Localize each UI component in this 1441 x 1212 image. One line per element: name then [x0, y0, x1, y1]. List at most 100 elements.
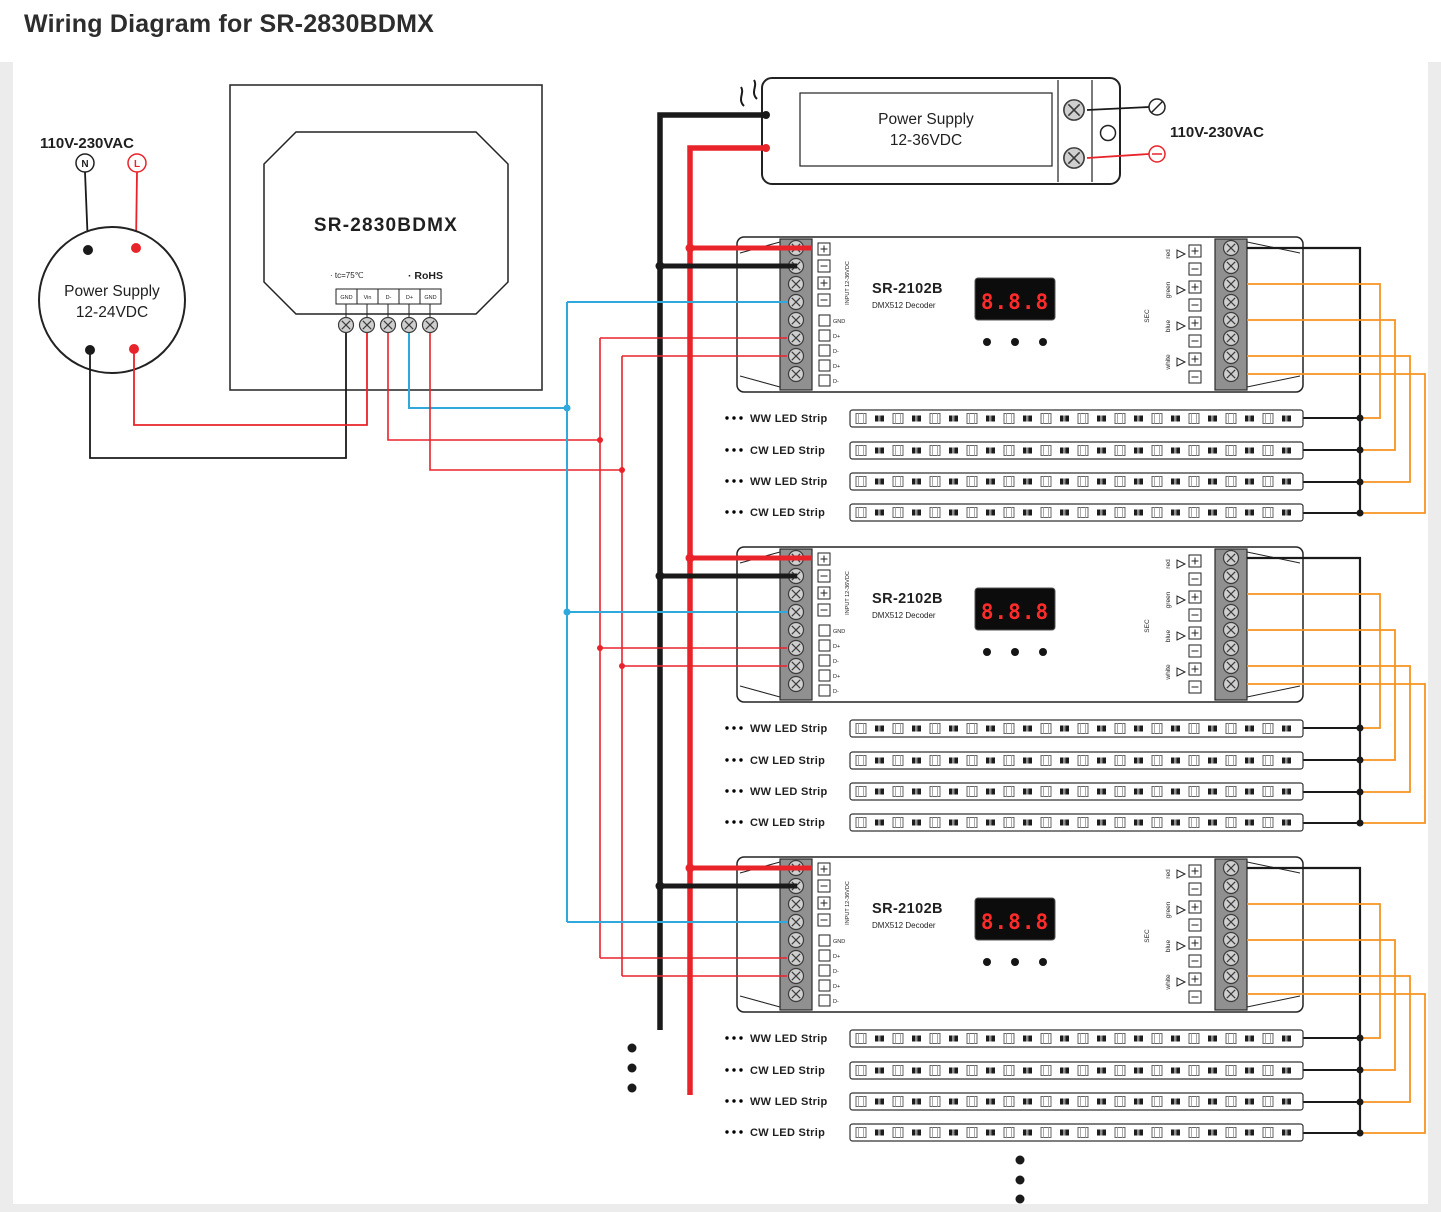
decoder-port-label: GND: [833, 629, 845, 635]
decoder-graphics: [567, 237, 1425, 521]
decoder-unit-1: SR-2102B DMX512 Decoder 8.8.8 INPUT 12-3…: [567, 237, 1425, 521]
decoder-model: SR-2102B: [872, 281, 943, 297]
led-strip-label: WW LED Strip: [750, 1096, 828, 1108]
decoder-port-label: D-: [833, 689, 839, 695]
channel-label-blue: blue: [1165, 629, 1172, 642]
led-strip-label: CW LED Strip: [750, 507, 825, 519]
top-psu-name: Power Supply: [878, 111, 974, 128]
live-letter: L: [134, 159, 140, 170]
dc-minus-trunk: [657, 112, 765, 1030]
decoder-port-label: D+: [833, 674, 840, 680]
neutral-letter: N: [81, 159, 88, 170]
psu-output-screw: [1063, 99, 1085, 121]
dc-plus-trunk: [687, 145, 765, 1095]
decoder-port-label: D-: [833, 379, 839, 385]
master-screw: [400, 316, 418, 334]
decoder-input-label: INPUT 12-36VDC: [845, 881, 851, 925]
led-strip-label: WW LED Strip: [750, 413, 828, 425]
channel-label-white: white: [1165, 974, 1172, 991]
master-terminal-label: Vin: [364, 295, 372, 301]
decoder-graphics: [567, 857, 1425, 1141]
channel-label-green: green: [1165, 281, 1172, 298]
decoder-family: DMX512 Decoder: [872, 611, 936, 620]
decoder-graphics: [567, 547, 1425, 831]
master-spec-tc: · tc=75℃: [330, 271, 364, 280]
decoder-unit-3: SR-2102B DMX512 Decoder 8.8.8 INPUT 12-3…: [567, 857, 1425, 1141]
master-spec-rohs: · RoHS: [408, 270, 443, 282]
led-strip-label: CW LED Strip: [750, 817, 825, 829]
decoder-input-label: INPUT 12-36VDC: [845, 261, 851, 305]
master-screw: [421, 316, 439, 334]
left-psu-voltage: 12-24VDC: [76, 304, 148, 321]
right-margin: [1428, 62, 1441, 1212]
master-body: [263, 131, 509, 315]
decoder-port-label: D+: [833, 984, 840, 990]
master-screw: [379, 316, 397, 334]
decoder-display: 8.8.8: [981, 600, 1049, 624]
junction-dots: [563, 243, 695, 891]
left-ac-label: 110V-230VAC: [40, 135, 134, 152]
decoder-port-label: GND: [833, 319, 845, 325]
decoder-model: SR-2102B: [872, 901, 943, 917]
channel-label-red: red: [1165, 559, 1172, 569]
decoder-input-label: INPUT 12-36VDC: [845, 571, 851, 615]
decoder-port-label: GND: [833, 939, 845, 945]
decoder-family: DMX512 Decoder: [872, 921, 936, 930]
led-strip-label: WW LED Strip: [750, 723, 828, 735]
left-power-supply: 110V-230VAC N L Power Supply 12-24VDC: [38, 135, 186, 374]
led-strip-label: WW LED Strip: [750, 1033, 828, 1045]
channel-label-green: green: [1165, 901, 1172, 918]
channel-label-blue: blue: [1165, 319, 1172, 332]
master-terminal-label: GND: [424, 295, 436, 301]
top-power-supply: Power Supply 12-36VDC 110V-230VAC: [740, 77, 1264, 185]
decoder-display: 8.8.8: [981, 910, 1049, 934]
decoder-port-label: D-: [833, 999, 839, 1005]
master-screw: [358, 316, 376, 334]
channel-label-white: white: [1165, 664, 1172, 681]
dmx-dplus-wire: [408, 333, 567, 409]
dmx-gnd-wire: [429, 333, 622, 471]
decoder-family: DMX512 Decoder: [872, 301, 936, 310]
ac-lead-hook: [753, 79, 758, 100]
psu-label-plate: [799, 92, 1053, 167]
psu-output-screw: [1063, 147, 1085, 169]
top-ac-label: 110V-230VAC: [1170, 124, 1264, 141]
channel-label-red: red: [1165, 869, 1172, 879]
decoder-port-label: D+: [833, 644, 840, 650]
decoder-model: SR-2102B: [872, 591, 943, 607]
left-psu-name: Power Supply: [64, 283, 160, 300]
channel-label-white: white: [1165, 354, 1172, 371]
decoder-sec-label: SEC: [1144, 309, 1151, 323]
channel-label-blue: blue: [1165, 939, 1172, 952]
led-strip-label: WW LED Strip: [750, 476, 828, 488]
led-strip-label: CW LED Strip: [750, 755, 825, 767]
master-terminal-label: D+: [406, 295, 413, 301]
decoder-sec-label: SEC: [1144, 929, 1151, 943]
master-terminal-label: D-: [386, 295, 392, 301]
psu-mounting-hole: [1099, 124, 1117, 142]
decoder-port-label: D-: [833, 969, 839, 975]
left-margin: [0, 62, 13, 1212]
ac-lead-hook: [740, 86, 745, 107]
continuation-dots: [627, 1043, 1025, 1204]
led-strip-label: CW LED Strip: [750, 1065, 825, 1077]
master-screw: [337, 316, 355, 334]
led-strip-label: WW LED Strip: [750, 786, 828, 798]
bottom-margin: [0, 1204, 1441, 1212]
channel-label-red: red: [1165, 249, 1172, 259]
decoder-display: 8.8.8: [981, 290, 1049, 314]
master-terminal-label: GND: [340, 295, 352, 301]
dmx-dminus-wire: [387, 333, 600, 441]
channel-label-green: green: [1165, 591, 1172, 608]
psu-round-body: [38, 226, 186, 374]
led-strip-label: CW LED Strip: [750, 1127, 825, 1139]
vin-wire: [133, 333, 368, 426]
decoder-port-label: D+: [833, 954, 840, 960]
decoder-port-label: D+: [833, 364, 840, 370]
master-controller: SR-2830BDMX · tc=75℃ · RoHS GND Vin D- D…: [229, 84, 543, 391]
decoder-port-label: D-: [833, 659, 839, 665]
decoder-port-label: D-: [833, 349, 839, 355]
top-psu-voltage: 12-36VDC: [890, 132, 962, 149]
